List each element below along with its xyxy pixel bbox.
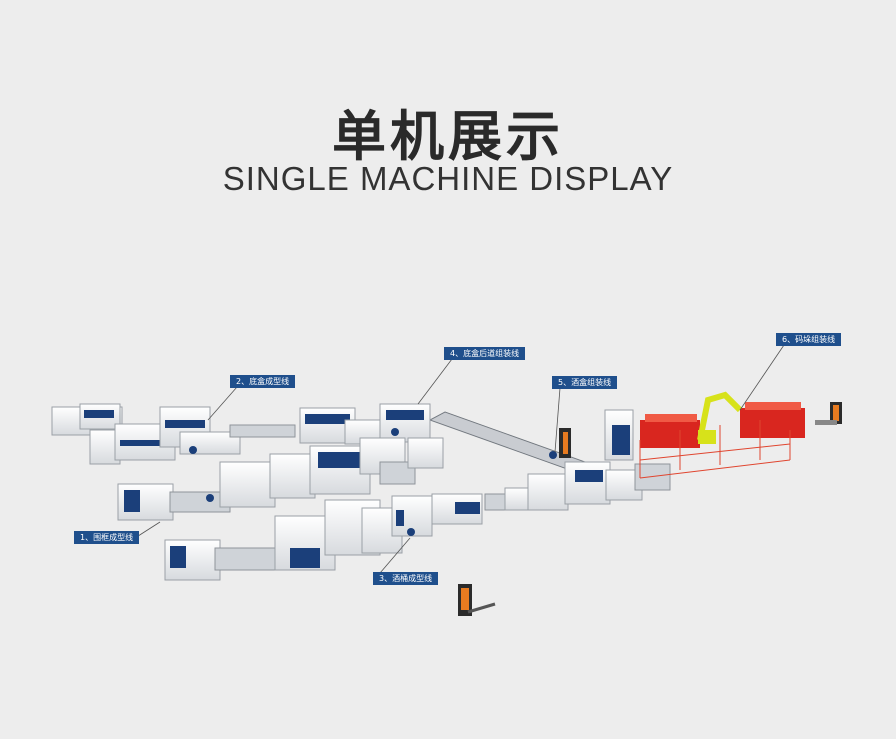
leader-lines (134, 344, 785, 574)
palletizing-cell (604, 391, 842, 479)
bottom-box-line (51, 403, 431, 465)
frame-forming-line (117, 437, 444, 521)
label-line-2: 2、底盒成型线 (230, 375, 296, 388)
label-line-3: 3、酒桶成型线 (373, 572, 439, 585)
label-line-1: 1、围框成型线 (74, 531, 140, 544)
label-line-4: 4、底盒后道组装线 (444, 347, 526, 360)
page-title-en: SINGLE MACHINE DISPLAY (222, 160, 674, 197)
page-title-cn: 单机展示 (332, 105, 564, 168)
label-line-6: 6、码垛组装线 (776, 333, 842, 346)
label-line-5: 5、酒盒组装线 (552, 376, 618, 389)
agv-forklift (458, 584, 496, 616)
barrel-forming-line (164, 451, 671, 581)
